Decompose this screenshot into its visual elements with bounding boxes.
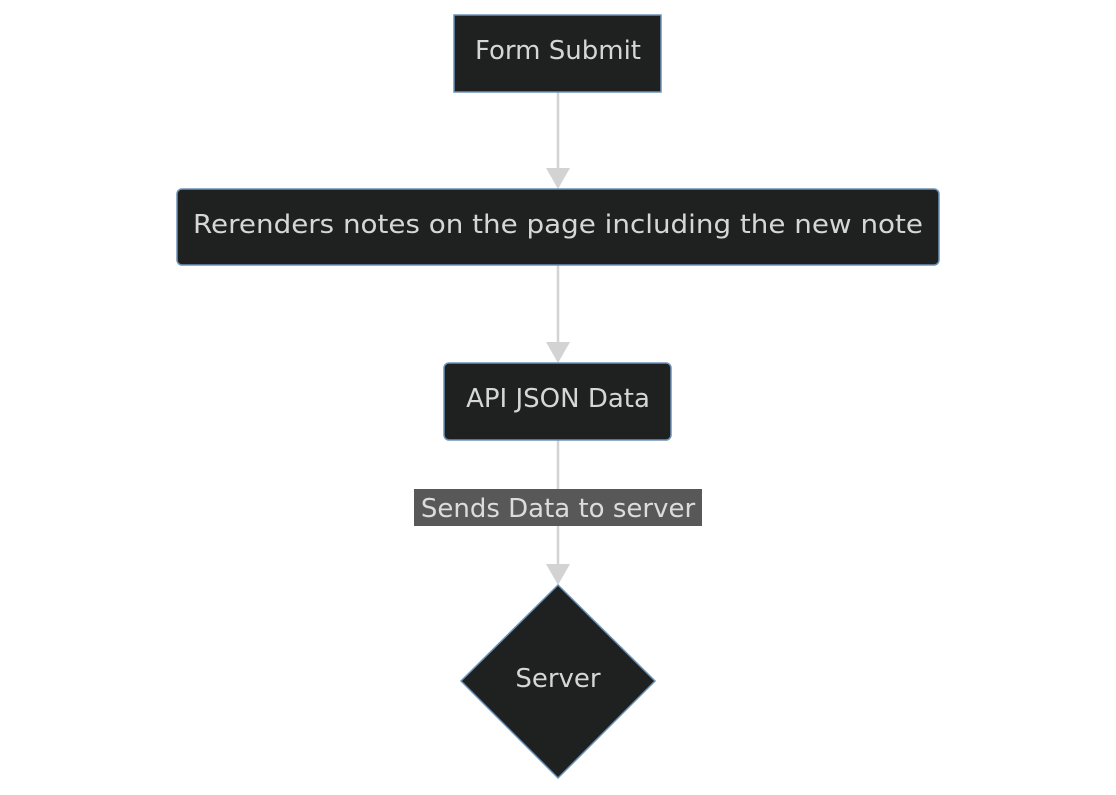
node-rerender-notes-label: Rerenders notes on the page including th… [193,210,923,240]
arrowhead-icon [546,342,570,363]
arrowhead-icon [546,168,570,189]
node-api-json-data[interactable]: API JSON Data [443,362,672,441]
edge-api-json-to-server: Sends Data to server [414,440,702,585]
node-server-diamond [459,583,657,780]
edge-rerender-to-api-json [546,265,570,363]
arrowhead-icon [546,564,570,585]
edge-form-submit-to-rerender [546,92,570,189]
node-server-label: Server [515,664,601,694]
node-form-submit[interactable]: Form Submit [453,14,662,93]
node-rerender-notes[interactable]: Rerenders notes on the page including th… [176,188,940,266]
edge-label-background [414,489,702,526]
node-form-submit-label: Form Submit [475,36,641,66]
node-api-json-data-box [443,362,672,441]
node-rerender-notes-box [176,188,940,266]
node-form-submit-box [453,14,662,93]
node-server[interactable]: Server [459,583,657,780]
node-api-json-data-label: API JSON Data [466,384,650,414]
edge-label: Sends Data to server [421,494,696,524]
